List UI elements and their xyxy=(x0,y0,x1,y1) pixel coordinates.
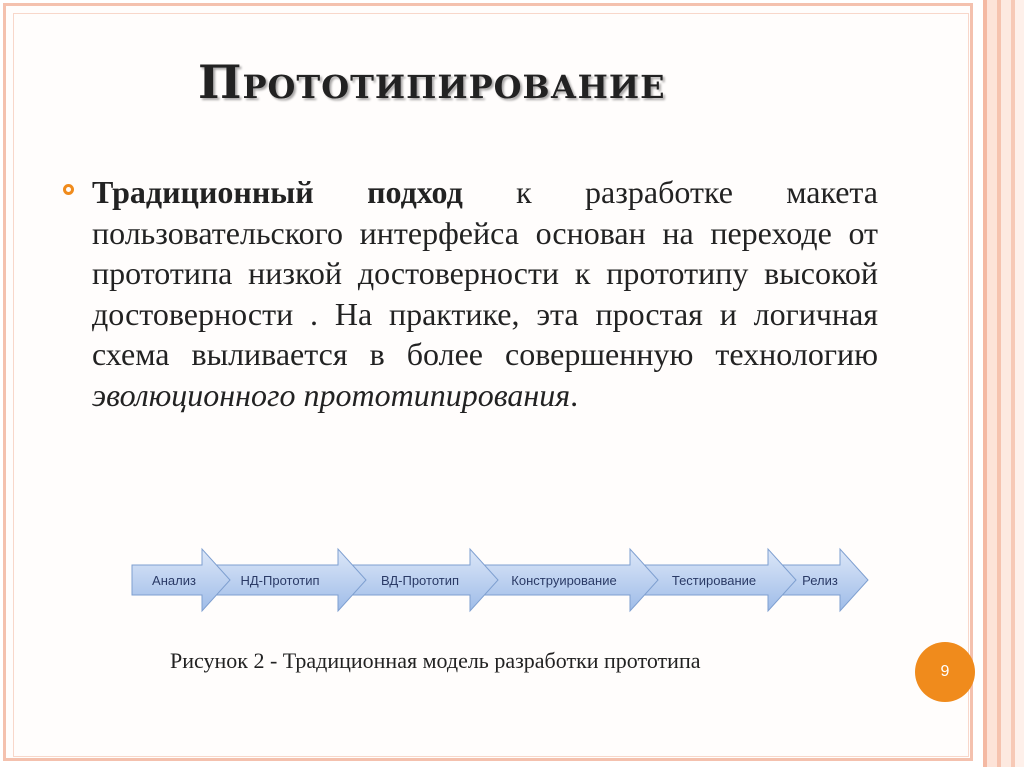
flow-arrow-1 xyxy=(131,547,231,613)
flow-step-label-4: Конструирование xyxy=(511,573,616,588)
body-text-main: к разработке макета пользовательского ин… xyxy=(92,174,878,372)
flow-step-label-5: Тестирование xyxy=(672,573,756,588)
bullet-icon xyxy=(63,184,74,195)
flow-step-label-6: Релиз xyxy=(802,573,838,588)
body-paragraph: Традиционный подход к разработке макета … xyxy=(92,172,878,415)
flow-step-label-2: НД-Прототип xyxy=(240,573,319,588)
slide-frame-inner xyxy=(13,13,969,757)
flow-step-label-1: Анализ xyxy=(152,573,196,588)
flow-arrow-4 xyxy=(473,547,659,613)
process-flow-diagram: Анализ НД-Прототип ВД-Прототип Конструирова… xyxy=(131,547,869,613)
italic-term: эволюционного прототипирования xyxy=(92,376,571,413)
flow-arrow-2 xyxy=(205,547,367,613)
body-text-end: . xyxy=(570,376,579,413)
decorative-stripes xyxy=(978,0,1024,767)
page-number-badge: 9 xyxy=(915,642,975,702)
slide-title: Прототипирование xyxy=(198,55,666,109)
flow-arrow-3 xyxy=(339,547,499,613)
bold-lead: Традиционный подход xyxy=(92,174,463,210)
figure-caption: Рисунок 2 - Традиционная модель разработ… xyxy=(170,648,701,673)
flow-arrow-5 xyxy=(631,547,797,613)
flow-step-label-3: ВД-Прототип xyxy=(381,573,459,588)
slide-frame xyxy=(3,3,973,761)
